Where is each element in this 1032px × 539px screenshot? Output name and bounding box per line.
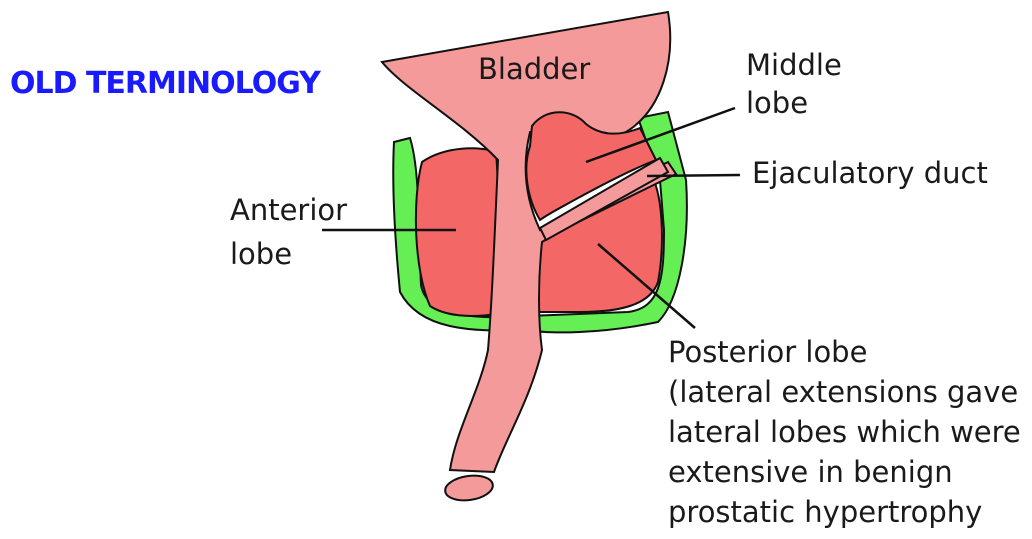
anterior-lobe bbox=[416, 148, 498, 316]
label-bladder: Bladder bbox=[478, 52, 590, 86]
label-ejaculatory-duct: Ejaculatory duct bbox=[752, 156, 988, 190]
urethra-opening bbox=[444, 473, 495, 503]
diagram-title: OLD TERMINOLOGY bbox=[10, 66, 320, 101]
label-posterior-lobe: Posterior lobe (lateral extensions gave … bbox=[668, 332, 1021, 532]
label-anterior-lobe: Anterior lobe bbox=[230, 188, 347, 276]
leader-line-ejaculatory-duct bbox=[647, 175, 740, 176]
label-middle-lobe: Middle lobe bbox=[746, 46, 842, 122]
